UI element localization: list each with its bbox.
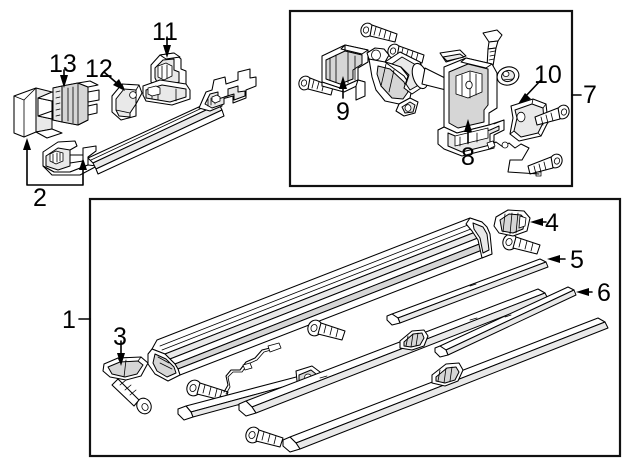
- callout-label-4[interactable]: 4: [545, 209, 559, 237]
- callout-label-2[interactable]: 2: [33, 184, 47, 212]
- callout-label-1[interactable]: 1: [62, 306, 76, 334]
- callout-label-11[interactable]: 11: [152, 18, 178, 46]
- leader-9: [339, 76, 347, 99]
- part-angle-bracket: [111, 83, 143, 121]
- part-motor-cover: [321, 44, 369, 101]
- leader-2: [23, 138, 87, 186]
- part-mid-rail-upper: [238, 288, 549, 417]
- callout-label-7[interactable]: 7: [583, 81, 597, 109]
- running-board-panel: [88, 197, 622, 458]
- leader-10: [518, 79, 542, 104]
- part-motor-body: [366, 47, 460, 117]
- fastener-bolt-a: [482, 29, 503, 68]
- fastener-screw-h: [245, 426, 284, 448]
- part-lower-trim-rail: [434, 286, 577, 358]
- part-rail-end-fitting: [198, 68, 257, 112]
- leader-4: [530, 218, 547, 226]
- fastener-screw-f: [111, 378, 152, 415]
- part-motor-mount-bracket: [437, 57, 505, 157]
- fastener-screw-e: [527, 153, 563, 175]
- callout-label-12[interactable]: 12: [85, 55, 113, 83]
- callout-label-13[interactable]: 13: [49, 50, 77, 78]
- part-upper-trim-rail: [386, 258, 549, 326]
- fastener-screw-a: [360, 22, 398, 43]
- fastener-screw-i: [307, 319, 346, 341]
- leader-5: [547, 255, 566, 263]
- fastener-screw-c: [298, 75, 334, 96]
- callout-label-6[interactable]: 6: [597, 279, 611, 307]
- leader-8: [464, 119, 472, 144]
- part-mounting-clip: [493, 209, 531, 237]
- part-support-bracket-left: [13, 87, 65, 139]
- leader-3: [117, 340, 125, 366]
- part-control-module: [52, 80, 100, 126]
- leader-6: [576, 288, 593, 296]
- callout-label-5[interactable]: 5: [570, 246, 584, 274]
- part-running-board-body: [147, 217, 493, 382]
- part-pivot-arm-assembly: [142, 52, 191, 106]
- fastener-screw-j: [502, 233, 541, 255]
- part-wire-link: [486, 140, 542, 177]
- callout-label-9[interactable]: 9: [336, 98, 350, 126]
- part-small-pad: [439, 49, 467, 63]
- part-mid-rail-lower: [282, 317, 609, 453]
- leader-11: [163, 36, 171, 58]
- part-upper-rail: [87, 99, 225, 175]
- part-end-cap: [102, 356, 149, 381]
- callout-label-10[interactable]: 10: [534, 61, 562, 89]
- callout-label-3[interactable]: 3: [113, 323, 127, 351]
- part-bushing: [496, 66, 520, 86]
- leader-12: [103, 71, 125, 91]
- callout-label-8[interactable]: 8: [461, 143, 475, 171]
- motor-assembly-panel: [288, 9, 574, 188]
- fastener-screw-d: [534, 104, 570, 126]
- part-link-bracket: [509, 98, 549, 142]
- leader-13: [60, 69, 68, 88]
